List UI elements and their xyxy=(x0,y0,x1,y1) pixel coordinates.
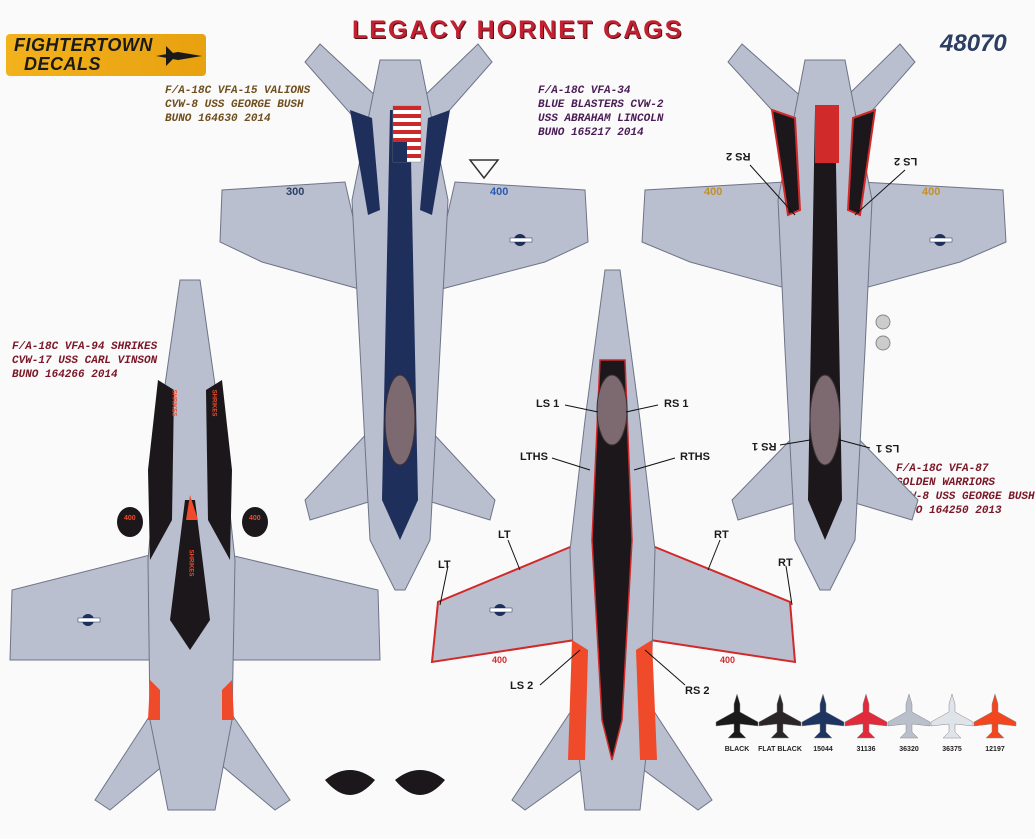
callout-ls2: LS 2 xyxy=(510,680,534,692)
swatch-label: 36320 xyxy=(899,746,919,753)
caption-line: BUNO 165217 2014 xyxy=(538,127,644,139)
color-swatch: FLAT BLACK xyxy=(755,690,805,760)
caption-vfa34: F/A-18C VFA-34 BLUE BLASTERS CVW-2 USS A… xyxy=(538,84,663,140)
swatch-jet-icon xyxy=(887,693,931,739)
swatch-jet-icon xyxy=(758,693,802,739)
swatch-jet-icon xyxy=(801,693,845,739)
modex-400: 400 xyxy=(922,186,941,198)
tank-modex-left: 400 xyxy=(124,515,136,522)
callout-rs1: RS 1 xyxy=(664,398,689,410)
callout-rths: RTHS xyxy=(680,451,710,463)
callout-lths: LTHS xyxy=(520,451,548,463)
swatch-jet-icon xyxy=(973,693,1017,739)
tank-modex-right: 400 xyxy=(249,515,261,522)
swatch-jet-icon xyxy=(844,693,888,739)
caption-line: CVW-8 USS GEORGE BUSH xyxy=(896,491,1035,503)
callout-lt-wing: LT xyxy=(498,529,511,541)
modex-400: 400 xyxy=(704,186,723,198)
caption-line: BUNO 164250 2013 xyxy=(896,505,1002,517)
swatch-label: 15044 xyxy=(813,746,833,753)
caption-line: CVW-17 USS CARL VINSON xyxy=(12,355,158,367)
modex-400: 400 xyxy=(490,186,509,198)
swatch-label: FLAT BLACK xyxy=(758,746,802,753)
callout-rt-wing: RT xyxy=(714,529,729,541)
color-swatch: 36375 xyxy=(927,690,977,760)
callout-rt-right: RT xyxy=(778,557,793,569)
modex-400-right: 400 xyxy=(720,655,736,665)
color-swatch: BLACK xyxy=(712,690,762,760)
color-swatch: 15044 xyxy=(798,690,848,760)
caption-vfa15: F/A-18C VFA-15 VALIONS CVW-8 USS GEORGE … xyxy=(165,84,310,126)
swatch-label: 31136 xyxy=(856,746,876,753)
swatch-label: 36375 xyxy=(942,746,962,753)
caption-line: F/A-18C VFA-94 SHRIKES xyxy=(12,341,158,353)
caption-vfa94: F/A-18C VFA-94 SHRIKES CVW-17 USS CARL V… xyxy=(12,340,157,382)
caption-vfa87: F/A-18C VFA-87 GOLDEN WARRIORS CVW-8 USS… xyxy=(896,462,1035,518)
caption-line: USS ABRAHAM LINCOLN xyxy=(538,113,664,125)
caption-line: CVW-8 USS GEORGE BUSH xyxy=(165,99,304,111)
callout-lt-left: LT xyxy=(438,559,451,571)
color-swatch: 36320 xyxy=(884,690,934,760)
page-title: LEGACY HORNET CAGS xyxy=(352,16,684,44)
caption-line: F/A-18C VFA-34 xyxy=(538,85,631,97)
swatch-jet-icon xyxy=(930,693,974,739)
color-swatch: 12197 xyxy=(970,690,1020,760)
swatch-label: BLACK xyxy=(724,746,750,753)
caption-line: BUNO 164630 2014 xyxy=(165,113,271,125)
caption-line: GOLDEN WARRIORS xyxy=(896,477,996,489)
callout-rs2: RS 2 xyxy=(685,685,710,697)
logo-jet-icon xyxy=(156,46,202,66)
modex-300: 300 xyxy=(286,186,305,198)
swatch-label: 12197 xyxy=(985,746,1005,753)
swatch-jet-icon xyxy=(715,693,759,739)
logo-line1: FIGHTERTOWN xyxy=(14,35,153,55)
caption-line: BLUE BLASTERS CVW-2 xyxy=(538,99,664,111)
logo-line2: DECALS xyxy=(24,54,102,74)
caption-line: BUNO 164266 2014 xyxy=(12,369,118,381)
color-swatch-legend: BLACK FLAT BLACK 15044 31136 36320 36375 12197 xyxy=(712,690,1022,760)
fightertown-decals-logo: FIGHTERTOWN DECALS xyxy=(6,34,206,76)
sheet-number: 48070 xyxy=(940,30,1007,57)
caption-line: F/A-18C VFA-87 xyxy=(896,463,989,475)
color-swatch: 31136 xyxy=(841,690,891,760)
caption-line: F/A-18C VFA-15 VALIONS xyxy=(165,85,311,97)
callout-ls1: LS 1 xyxy=(536,398,560,410)
modex-400-left: 400 xyxy=(492,655,508,665)
